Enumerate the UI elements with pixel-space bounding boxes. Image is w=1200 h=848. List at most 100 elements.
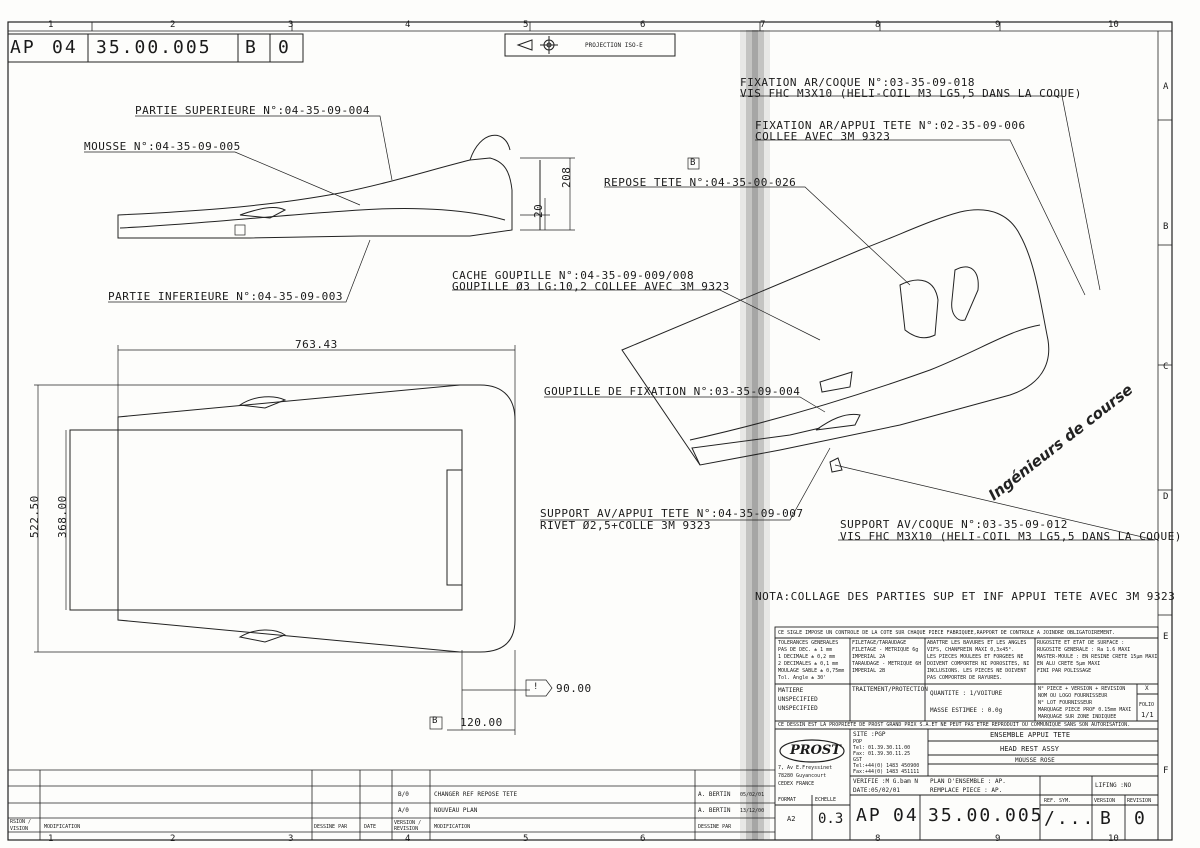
zone-9: 9: [995, 20, 1001, 30]
tb-quantite: QUANTITE : 1/VOITURE: [930, 690, 1003, 697]
tb-address-line: 78280 Guyancourt: [778, 773, 827, 779]
zone-1: 1: [48, 20, 54, 30]
tb-filetage-row: IMPERIAL 2B: [852, 668, 886, 674]
dim-90: 90.00: [556, 682, 592, 695]
tb-matiere-value: UNSPECIFIED: [778, 696, 818, 703]
tb-remplace: REMPLACE PIECE : AP.: [930, 787, 1003, 794]
dim-120: 120.00: [460, 716, 503, 729]
tb-revision-label: REVISION: [1127, 798, 1152, 804]
tb-tol-row: PAS DE DEC. ± 1 mm: [778, 647, 833, 653]
rev-row-date: 13/12/00: [740, 808, 765, 814]
zone-5-bottom: 5: [523, 834, 529, 844]
label-support-av-coque: SUPPORT AV/COQUE N°:03-35-09-012: [840, 518, 1068, 531]
label-vis-fhc: VIS FHC M3X10 (HELI-COIL M3 LG5,5 DANS L…: [840, 530, 1182, 543]
label-fixation-ar-coque-vis: VIS FHC M3X10 (HELI-COIL M3 LG5,5 DANS L…: [740, 87, 1082, 100]
tb-address: 7, Av E.Freyssinet 78280 Guyancourt CEDE…: [778, 764, 832, 788]
label-goupille-fixation: GOUPILLE DE FIXATION N°:03-35-09-004: [544, 385, 801, 398]
dim-368: 368.00: [56, 495, 69, 538]
tb-group: 04: [893, 805, 919, 826]
header-part-number: 35.00.005: [96, 37, 212, 58]
zone-8: 8: [875, 20, 881, 30]
tb-site: SITE :PGP: [853, 731, 886, 738]
tb-date: DATE:05/02/01: [853, 787, 900, 794]
zone-9-bottom: 9: [995, 834, 1001, 844]
tb-tol-title: TOLERANCES GENERALES: [778, 640, 839, 646]
dim-522: 522.50: [28, 495, 41, 538]
rev-row-vr: A/0: [398, 807, 409, 814]
tb-tel-row: Fax: 01.39.30.11.25: [853, 751, 911, 757]
tb-x-mark: X: [1145, 685, 1149, 692]
tb-folio-label: FOLIO: [1139, 702, 1155, 708]
rev-left-label-2: VISION: [10, 826, 29, 832]
tb-version: B: [1100, 808, 1113, 829]
zone-1-bottom: 1: [48, 834, 54, 844]
rev-dessine-par: DESSINE PAR: [314, 824, 348, 830]
zone-5: 5: [523, 20, 529, 30]
header-rev1: B: [245, 37, 258, 58]
rev-left-label-1: RSION /: [10, 819, 32, 825]
flag-b-iso: B: [690, 158, 696, 168]
tb-tel-row: Fax:+44(0) 1483 451111: [853, 769, 920, 775]
label-cache-goupille: CACHE GOUPILLE N°:04-35-09-009/008: [452, 269, 695, 282]
rev-row-mod: NOUVEAU PLAN: [434, 807, 478, 814]
header-part-group: 04: [52, 37, 78, 58]
rev-row-vr: B/0: [398, 791, 409, 798]
zone-4: 4: [405, 20, 411, 30]
flag-90: !: [533, 682, 539, 692]
label-mousse: MOUSSE N°:04-35-09-005: [84, 140, 241, 153]
tb-revision: 0: [1134, 808, 1147, 829]
tb-tol-row: 1 DECIMALE ± 0,2 mm: [778, 654, 836, 660]
rev-dessine-par-right: DESSINE PAR: [698, 824, 732, 830]
dim-763: 763.43: [295, 338, 338, 351]
zone-6-bottom: 6: [640, 834, 646, 844]
tb-marq-row: MARQUAGE PIECE PROF 0.15mm MAXI: [1038, 707, 1132, 713]
tb-tolerances: TOLERANCES GENERALES PAS DE DEC. ± 1 mm …: [778, 640, 844, 682]
rev-date-col: DATE: [364, 824, 377, 830]
tb-filetage-row: IMPERIAL 2A: [852, 654, 886, 660]
tb-ref-sym-label: REF. SYM.: [1044, 798, 1072, 804]
dim-208: 208: [560, 166, 573, 188]
tb-format: A2: [787, 815, 796, 823]
tb-number: 35.00.005: [928, 805, 1044, 826]
dim-20: 20: [532, 203, 545, 218]
tb-rugosite-row: MASTER-MOULE : EN RESINE CRETE 15µm MAXI: [1037, 654, 1158, 660]
rev-row-by: A. BERTIN: [698, 807, 731, 814]
label-repose-tete: REPOSE TETE N°:04-35-00-026: [604, 176, 797, 189]
tb-echelle-label: ECHELLE: [815, 797, 837, 803]
tb-folio: 1/1: [1141, 711, 1154, 719]
tb-format-label: FORMAT: [778, 797, 797, 803]
tb-propriete: CE DESSIN EST LA PROPRIETE DE PROST GRAN…: [778, 722, 1131, 728]
tb-rugosite-row: FINI PAR POLISSAGE: [1037, 668, 1092, 674]
rev-row-date: 05/02/01: [740, 792, 765, 798]
tb-marq-row: MARQUAGE SUR ZONE INDIQUEE: [1038, 714, 1117, 720]
projection-label: PROJECTION ISO-E: [585, 42, 643, 49]
tb-tol-row: MOULAGE SABLE ± 0,75mm: [778, 668, 845, 674]
tb-rugosite-row: RUGOSITE ET ETAT DE SURFACE :: [1037, 640, 1125, 646]
tb-traitement: TRAITEMENT/PROTECTION: [852, 686, 928, 693]
label-fixation-ar-coque: FIXATION AR/COQUE N°:03-35-09-018: [740, 76, 976, 89]
tb-abattre-row: VIFS, CHANFREIN MAXI 0,3x45°.: [927, 647, 1015, 653]
tb-echelle: 0.3: [818, 811, 844, 827]
tb-abattre-row: LES PIECES MOULEES ET FORGEES NE: [927, 654, 1024, 660]
flag-b-plan: B: [432, 716, 438, 726]
zone-10-bottom: 10: [1108, 834, 1119, 844]
tb-tel-row: POP: [853, 739, 863, 745]
label-rivet: RIVET Ø2,5+COLLE 3M 9323: [540, 519, 711, 532]
zone-2: 2: [170, 20, 176, 30]
tb-abattre-row: ABATTRE LES BAVURES ET LES ANGLES: [927, 640, 1027, 646]
tb-abattre-row: PAS COMPORTER DE RAYURES.: [927, 675, 1003, 681]
rev-row-by: A. BERTIN: [698, 791, 731, 798]
tb-marq-row: NOM OU LOGO FOURNISSEUR: [1038, 693, 1108, 699]
header-part-prefix: AP: [10, 37, 36, 58]
tb-verifie: VERIFIE :M G.bam N: [853, 778, 919, 785]
tb-subtitle: MOUSSE ROSE: [1015, 757, 1055, 764]
tb-ref-sym: /...: [1044, 808, 1096, 829]
label-partie-superieure: PARTIE SUPERIEURE N°:04-35-09-004: [135, 104, 371, 117]
tb-address-line: CEDEX FRANCE: [778, 781, 815, 787]
rev-row-mod: CHANGER REF REPOSE TETE: [434, 791, 518, 798]
zone-2-bottom: 2: [170, 834, 176, 844]
zone-B: B: [1163, 222, 1169, 232]
tb-version-label: VERSION: [1094, 798, 1116, 804]
tb-tol-row: 2 DECIMALES ± 0,1 mm: [778, 661, 839, 667]
tb-lifing: LIFING :NO: [1095, 782, 1132, 789]
